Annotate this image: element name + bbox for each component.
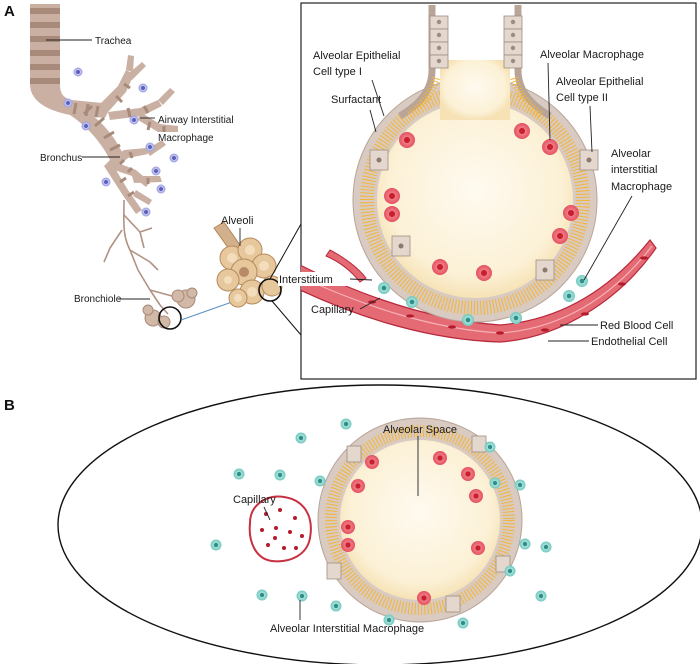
label-capillary-a: Capillary	[311, 304, 354, 316]
alveolus-b-macrophages	[341, 451, 485, 605]
label-surfactant: Surfactant	[331, 94, 381, 106]
bronchiole-zoom-circle	[158, 306, 182, 330]
label-alveoli: Alveoli	[221, 215, 253, 227]
label-alveolar-space: Alveolar Space	[383, 424, 457, 436]
zoom-line-top	[269, 223, 302, 280]
label-aec1-line2: Cell type I	[313, 66, 362, 78]
label-aec2-line2: Cell type II	[556, 92, 608, 104]
zoom-connector-bronchiole	[180, 301, 233, 321]
label-aec1-line1: Alveolar Epithelial	[313, 50, 400, 62]
label-alveolar-interstitial-macrophage: Alveolar Interstitial Macrophage	[270, 623, 424, 635]
zoom-line-bottom	[271, 300, 302, 336]
label-bronchus: Bronchus	[40, 153, 82, 164]
label-alveolar-macrophage: Alveolar Macrophage	[540, 49, 644, 61]
label-bronchiole: Bronchiole	[74, 294, 122, 305]
detail-red-blood-cells	[326, 256, 648, 335]
label-aim-line3: Macrophage	[611, 181, 672, 193]
trachea	[30, 4, 60, 84]
label-endothelial-cell: Endothelial Cell	[591, 336, 667, 348]
label-aec2-line1: Alveolar Epithelial	[556, 76, 643, 88]
label-aim-line2: interstitial	[611, 164, 657, 176]
panel-a-letter: A	[4, 3, 15, 20]
bronchiole-alveolar-cluster	[142, 287, 198, 330]
label-airway-macrophage-line1: Airway Interstitial	[158, 115, 234, 126]
detail-interstitial-macrophages	[378, 275, 588, 326]
panel-b-interstitial-macrophages	[210, 418, 552, 629]
airway-tree	[30, 4, 198, 330]
alveolar-macrophages	[384, 123, 579, 281]
alveoli-cluster	[213, 221, 283, 308]
airway-macrophages	[63, 67, 179, 217]
label-trachea: Trachea	[95, 36, 132, 47]
label-capillary-b: Capillary	[233, 494, 276, 506]
label-red-blood-cell: Red Blood Cell	[600, 320, 673, 332]
bronchiole-branches	[103, 199, 173, 315]
alveolar-space	[377, 102, 573, 298]
alveolus-detail	[301, 5, 657, 343]
panel-b-letter: B	[4, 397, 15, 414]
alveolus-b	[317, 417, 523, 623]
label-airway-macrophage-line2: Macrophage	[158, 133, 214, 144]
capillary-b	[248, 495, 312, 563]
label-interstitium: Interstitium	[279, 274, 333, 286]
label-aim-line1: Alveolar	[611, 148, 651, 160]
surfactant-layer	[360, 85, 590, 315]
